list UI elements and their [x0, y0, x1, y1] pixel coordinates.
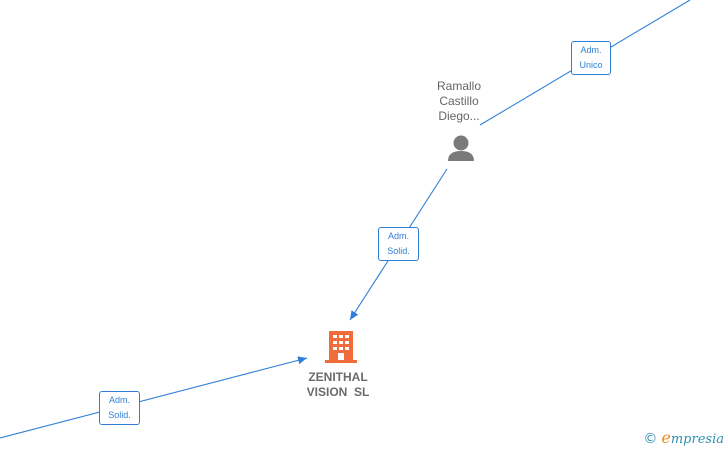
brand-initial: e [661, 428, 671, 447]
building-icon[interactable] [325, 331, 357, 363]
empresia-watermark: ©empresia [643, 428, 724, 447]
role-badge-line: Adm. [580, 45, 602, 55]
role-badge-line: Adm. [108, 395, 130, 405]
role-badge-line: Unico [579, 60, 603, 70]
role-badge-line: Solid. [108, 410, 131, 420]
role-badge-bottom[interactable]: Adm. Solid. [99, 391, 140, 425]
person-name-line: Castillo [439, 94, 479, 108]
person-name[interactable]: Ramallo Castillo Diego... [426, 79, 492, 124]
person-name-line: Diego... [438, 109, 480, 123]
edge-left-to-company [0, 356, 308, 439]
company-name[interactable]: ZENITHAL VISION SL [306, 370, 370, 399]
role-badge-line: Solid. [387, 246, 410, 256]
copyright-icon: © [643, 431, 658, 447]
person-icon[interactable] [448, 135, 474, 162]
role-badge-line: Adm. [387, 231, 409, 241]
role-badge-top[interactable]: Adm. Unico [571, 41, 611, 75]
person-name-line: Ramallo [436, 79, 481, 93]
role-badge-middle[interactable]: Adm. Solid. [378, 227, 419, 261]
brand-name: mpresia [670, 432, 724, 447]
